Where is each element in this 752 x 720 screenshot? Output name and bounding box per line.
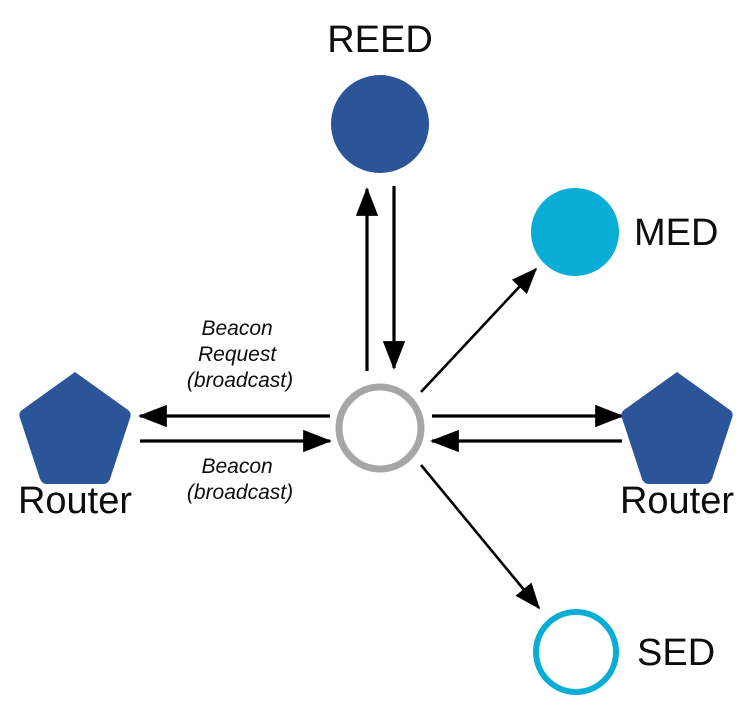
node-router-right[interactable]	[621, 372, 733, 484]
edge-center-to-med	[420, 267, 538, 393]
edge-center-to-sed	[419, 464, 541, 610]
edges-group	[138, 186, 624, 610]
node-label-sed: SED	[637, 632, 715, 674]
edge-label-line: Request	[198, 343, 277, 366]
node-label-router-right: Router	[620, 480, 734, 522]
node-label-med: MED	[634, 212, 718, 254]
edge-label-beacon-request: Beacon Request (broadcast)	[187, 317, 293, 392]
node-label-reed: REED	[327, 19, 433, 61]
edge-label-line: Beacon	[201, 317, 272, 340]
node-leader[interactable]	[335, 383, 425, 473]
node-sed[interactable]	[533, 609, 619, 695]
edge-label-line: Beacon	[201, 455, 272, 478]
edge-label-line: (broadcast)	[187, 369, 293, 392]
node-med[interactable]	[531, 188, 619, 276]
node-reed[interactable]	[331, 75, 429, 173]
edge-labels-group: Beacon Request (broadcast) Beacon (broad…	[187, 317, 293, 504]
edge-label-beacon: Beacon (broadcast)	[187, 455, 293, 504]
node-router-left[interactable]	[19, 372, 131, 484]
nodes-group: REED MED SED Router Router	[18, 19, 734, 695]
edge-label-line: (broadcast)	[187, 481, 293, 504]
node-label-router-left: Router	[18, 480, 132, 522]
